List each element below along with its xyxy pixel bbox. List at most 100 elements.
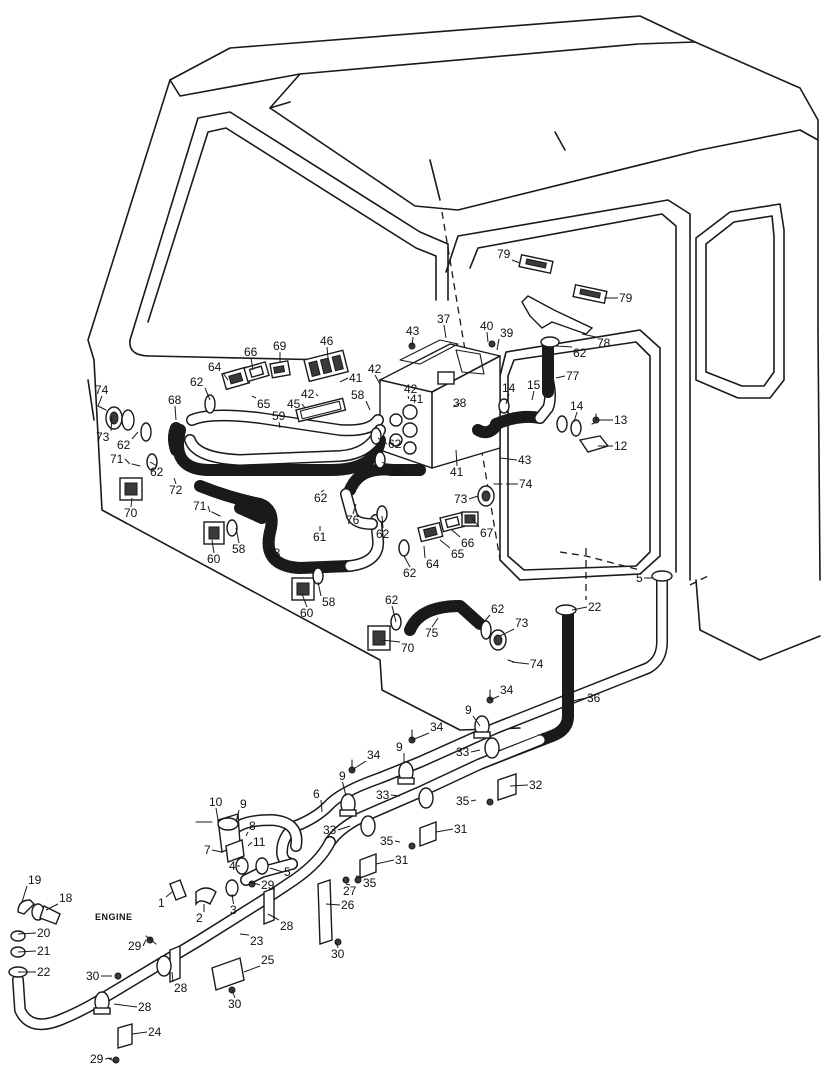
leader-line bbox=[573, 411, 578, 423]
leader-line bbox=[335, 941, 339, 949]
part-number-label: 9 bbox=[396, 740, 403, 754]
part-number-label: 35 bbox=[380, 834, 394, 848]
part-number-label: 37 bbox=[437, 312, 451, 326]
part-number-label: 42 bbox=[404, 382, 418, 396]
part-number-label: 33 bbox=[376, 788, 390, 802]
part-number-label: 62 bbox=[190, 375, 204, 389]
leader-line bbox=[499, 628, 515, 637]
leader-line bbox=[567, 697, 587, 703]
part-number-label: 73 bbox=[515, 616, 529, 630]
part-number-label: 71 bbox=[193, 499, 207, 513]
leader-line bbox=[381, 461, 390, 467]
leader-line bbox=[472, 715, 481, 727]
leader-line bbox=[131, 1031, 148, 1035]
leader-line bbox=[337, 825, 351, 831]
part-number-label: 35 bbox=[456, 794, 470, 808]
part-number-label: 65 bbox=[257, 397, 271, 411]
leader-line bbox=[174, 405, 177, 421]
leader-line bbox=[17, 932, 37, 935]
part-number-label: 78 bbox=[597, 336, 611, 350]
leader-line bbox=[326, 346, 329, 359]
part-number-label: 13 bbox=[614, 413, 628, 427]
part-number-label: 75 bbox=[425, 626, 439, 640]
leader-line bbox=[489, 695, 500, 701]
part-number-label: 34 bbox=[430, 720, 444, 734]
leader-line bbox=[250, 357, 254, 371]
leader-line bbox=[249, 881, 261, 886]
part-number-label: 30 bbox=[331, 947, 345, 961]
part-number-label: 73 bbox=[454, 492, 468, 506]
part-number-label: 4 bbox=[229, 859, 236, 873]
leader-line bbox=[104, 1057, 113, 1060]
leader-line bbox=[245, 831, 249, 837]
leader-line bbox=[505, 393, 510, 405]
part-number-label: 62 bbox=[117, 438, 131, 452]
part-number-label: 5 bbox=[284, 865, 291, 879]
leader-line bbox=[301, 593, 308, 608]
part-number-label: 6 bbox=[313, 787, 320, 801]
part-number-label: 2 bbox=[196, 911, 203, 925]
part-number-label: 77 bbox=[566, 369, 580, 383]
part-number-label: 43 bbox=[518, 453, 532, 467]
part-number-label: 62 bbox=[314, 491, 328, 505]
leader-line bbox=[325, 903, 341, 906]
part-number-label: 36 bbox=[587, 691, 601, 705]
part-number-label: 24 bbox=[148, 1025, 162, 1039]
cab-outline bbox=[87, 15, 821, 731]
part-number-label: 60 bbox=[207, 552, 221, 566]
leader-line bbox=[468, 495, 479, 500]
part-number-label: 63 bbox=[267, 546, 281, 560]
part-number-label: 41 bbox=[349, 371, 363, 385]
leader-line bbox=[374, 374, 381, 385]
leader-line bbox=[352, 503, 357, 515]
leader-line bbox=[173, 477, 177, 485]
part-number-label: 28 bbox=[138, 1000, 152, 1014]
part-number-label: 31 bbox=[395, 853, 409, 867]
leader-line bbox=[165, 891, 173, 898]
leader-line bbox=[211, 849, 223, 853]
leader-line bbox=[390, 794, 401, 797]
part-number-label: 26 bbox=[341, 898, 355, 912]
part-number-label: 66 bbox=[244, 345, 258, 359]
part-number-label: 40 bbox=[480, 319, 494, 333]
leader-line bbox=[439, 539, 451, 549]
leader-line bbox=[496, 338, 500, 351]
part-number-label: 30 bbox=[228, 997, 242, 1011]
vent-louvers bbox=[119, 349, 610, 651]
part-number-label: 8 bbox=[249, 819, 256, 833]
leader-line bbox=[423, 545, 426, 559]
leader-line bbox=[142, 939, 147, 947]
engine-label: ENGINE bbox=[95, 912, 133, 922]
part-number-label: 62 bbox=[388, 437, 402, 451]
leader-line bbox=[481, 614, 491, 625]
leader-line bbox=[411, 732, 430, 741]
leader-line bbox=[365, 400, 371, 411]
leader-line bbox=[320, 799, 323, 813]
leader-line bbox=[21, 885, 28, 903]
part-number-label: 10 bbox=[209, 795, 223, 809]
pipe-clamps bbox=[93, 570, 673, 1049]
screws bbox=[107, 340, 600, 1064]
part-number-label: 11 bbox=[253, 835, 266, 849]
part-number-label: 31 bbox=[454, 822, 468, 836]
leader-line bbox=[278, 421, 281, 429]
part-number-label: 58 bbox=[351, 388, 365, 402]
part-number-label: 33 bbox=[323, 823, 337, 837]
leader-line bbox=[443, 324, 447, 339]
part-number-label: 35 bbox=[363, 876, 377, 890]
leader-line bbox=[269, 867, 284, 873]
part-number-label: 74 bbox=[95, 383, 109, 397]
part-number-label: 66 bbox=[461, 536, 475, 550]
part-number-label: 59 bbox=[272, 409, 286, 423]
leader-line bbox=[315, 393, 319, 397]
part-number-label: 38 bbox=[453, 396, 467, 410]
part-number-label: 70 bbox=[401, 641, 415, 655]
part-number-label: 34 bbox=[500, 683, 514, 697]
leader-line bbox=[130, 497, 133, 508]
part-number-label: 42 bbox=[301, 387, 315, 401]
part-number-label: 5 bbox=[636, 571, 643, 585]
leader-line bbox=[317, 581, 322, 597]
part-number-label: 28 bbox=[280, 919, 294, 933]
part-number-label: 21 bbox=[37, 944, 51, 958]
